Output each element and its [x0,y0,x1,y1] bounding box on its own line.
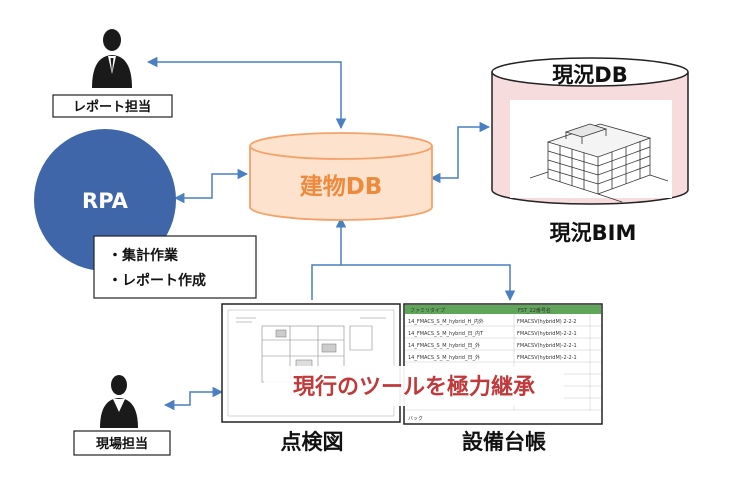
site-owner-label: 現場担当 [96,436,148,452]
inspection-drawing-label: 点検図 [281,430,344,454]
report-owner-label-box [52,94,173,118]
current-bim-label: 現況BIM [550,221,637,245]
report-owner-actor: レポート担当 [52,29,173,118]
site-owner-actor: 現場担当 [73,375,171,456]
rpa-tasks-box [93,235,257,299]
ledger-header-col-1: ファミリタイプ [410,307,445,314]
arrow-report-owner-building-db [146,56,347,130]
rpa-label: RPA [82,189,129,213]
connector-arrows [146,56,510,411]
businessman-icon [92,29,132,88]
person-icon [100,375,138,428]
ledger-sheet-tab: バック [408,416,423,422]
bim-building-icon [529,123,669,203]
arrow-site-owner-drawing [163,386,224,411]
ledger-header-bar [405,305,601,314]
ledger-row-4-col-1: 14_FMACS_S_M_hybrid_日_外 [408,354,480,361]
ledger-row-2-col-2: FMACSV(hybridM)-2-2-1 [517,331,577,337]
banner-label: 現行のツールを極力継承 [293,374,535,400]
reuse-tools-banner: 現行のツールを極力継承 [264,366,564,406]
rpa-node: RPA ・集計作業 ・レポート作成 [34,129,257,299]
building-db-cylinder: 建物DB [249,132,433,221]
equipment-ledger-label: 設備台帳 [462,430,546,454]
rpa-task-1: ・集計作業 [108,247,179,264]
ledger-row-3-col-2: FMACSV(hybridM)-2-2-1 [517,343,577,349]
ledger-row-4-col-2: FMACSV(hybridM)-2-2-1 [517,355,577,361]
site-owner-label-box [73,430,171,456]
arrow-building-db-documents [311,218,510,300]
current-db-cylinder: 現況DB 現況BIM [491,57,689,245]
ledger-row-2-col-1: 14_FMACS_S_M_hybrid_日_内T [408,330,484,337]
rpa-task-2: ・レポート作成 [108,272,206,289]
arrow-rpa-building-db [173,168,249,204]
arrow-building-db-current-db [429,121,491,184]
report-owner-label: レポート担当 [73,99,151,115]
ledger-row-1-col-1: 14_FMACS_S_M_hybrid_H_内外 [408,318,484,325]
ledger-row-3-col-1: 14_FMACS_S_M_hybrid_日_外 [408,342,480,349]
ledger-header-col-2: FST_22番号名 [518,307,551,314]
ledger-row-1-col-2: FMACSV(hybridM) 2-2-2 [517,319,577,325]
current-db-label: 現況DB [552,63,627,87]
building-db-label: 建物DB [300,173,383,200]
